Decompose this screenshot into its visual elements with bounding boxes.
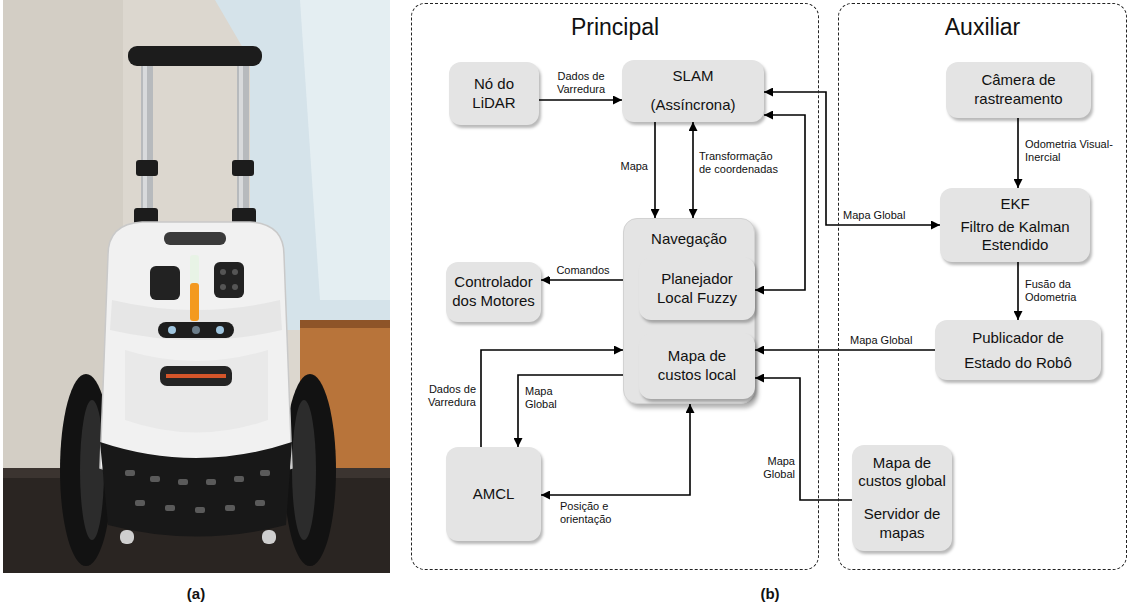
process-box: Planejador Local Fuzzy [639,257,755,320]
process-box: Nó do LiDAR [449,62,539,125]
connector-arrow [755,349,935,351]
node-title: Nó do LiDAR [464,75,524,113]
edge-label: Transformação de coordenadas [699,150,783,176]
edge-label: Comandos [549,264,617,277]
edge-label: Posição e orientação [560,500,622,526]
node-text: Servidor de mapas [856,505,948,543]
edge-label: Mapa Global [850,334,930,347]
node-title: Mapa de custos global [856,454,948,492]
node-title: SLAM [673,67,714,86]
group-box: NavegaçãoPlanejador Local FuzzyMapa de c… [623,218,755,404]
connector-arrow [541,279,623,281]
edge-label: Dados de Varredura [419,383,476,409]
connector-arrow [539,99,622,101]
process-box: AMCL [446,447,541,541]
node-title: Publicador de Estado do Robô [956,325,1081,376]
process-box: Câmera de rastreamento [946,62,1091,118]
node-title: EKF [1000,195,1029,214]
node-title: Câmera de rastreamento [964,71,1074,109]
edge-label: Odometria Visual-Inercial [1025,138,1115,164]
region-heading: Auxiliar [839,14,1126,41]
region-heading: Navegação [624,230,754,247]
connector-arrow [541,404,690,495]
node-title: Controlador dos Motores [450,273,537,311]
edge-label: Mapa Global [745,455,795,481]
process-box: Publicador de Estado do Robô [935,320,1101,380]
process-box: Mapa de custos globalServidor de mapas [852,445,952,551]
node-title: Mapa de custos local [651,347,743,385]
node-text: Filtro de Kalman Estendido [950,218,1080,256]
panel-label: (a) [181,585,211,602]
edge-label: Mapa Global [843,209,923,222]
connector-arrow [654,122,656,218]
node-text: (Assíncrona) [650,96,735,115]
node-title: Planejador Local Fuzzy [650,270,745,308]
edge-label: Dados de Varredura [545,70,617,96]
region-heading: Principal [412,14,818,41]
process-box: Controlador dos Motores [446,262,541,322]
edge-label: Mapa Global [525,385,567,411]
connector-arrow [1017,118,1019,188]
connector-arrow [755,115,805,290]
connector-arrow [692,122,694,218]
connector-arrow [764,92,940,225]
edge-label: Fusão da Odometria [1025,278,1087,304]
node-title: AMCL [473,485,515,504]
connector-arrow [481,350,623,447]
process-box: EKF Filtro de Kalman Estendido [940,188,1090,262]
process-box: SLAM (Assíncrona) [622,60,764,122]
connector-arrow [518,375,623,447]
edge-label: Mapa [598,160,648,173]
connector-arrow [1017,262,1019,320]
process-box: Mapa de custos local [639,333,755,399]
panel-label: (b) [755,585,785,602]
